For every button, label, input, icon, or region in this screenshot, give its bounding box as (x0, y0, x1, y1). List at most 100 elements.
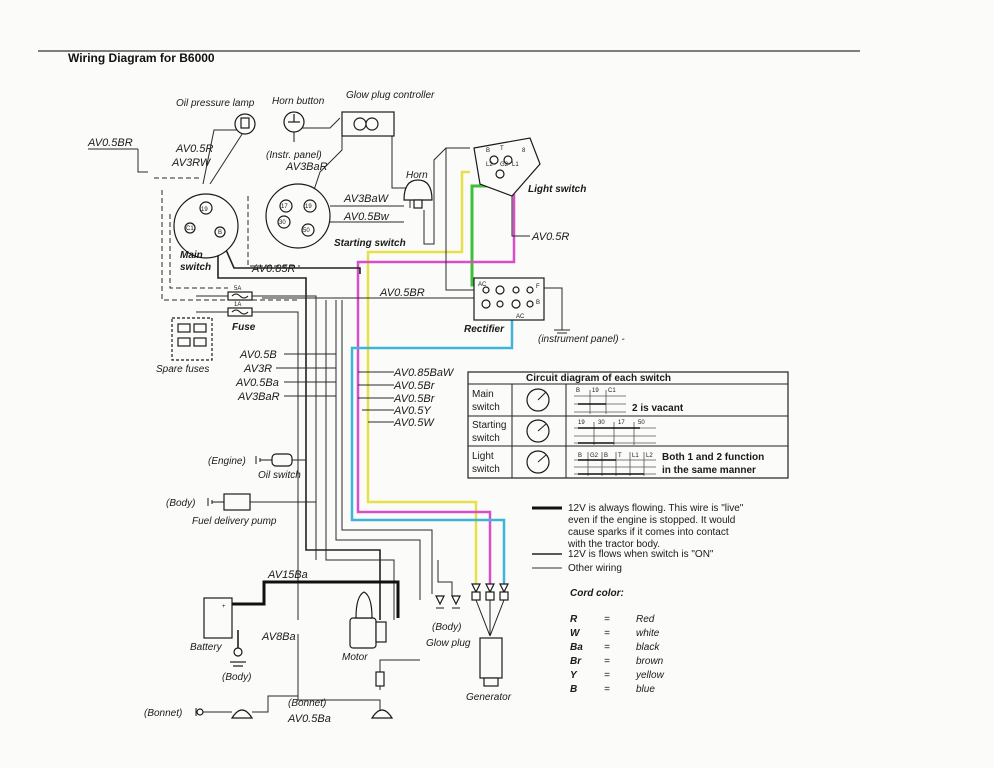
av05r-right-wire (511, 196, 530, 237)
start-terminal-50: 50 (303, 228, 310, 234)
light-terminal-t: T (500, 146, 504, 152)
code-av05br-mid: AV0.5BR (379, 287, 425, 299)
fuse-out-wire (252, 295, 317, 560)
oil-pressure-lamp: Oil pressure lamp (176, 98, 256, 135)
body-glow-label: (Body) (432, 622, 461, 633)
start-grid-term-50: 50 (638, 420, 645, 426)
fuse-label: Fuse (232, 322, 256, 333)
start-grid-term-30: 30 (598, 420, 605, 426)
wire-code-labels: AV0.5BR AV0.5R AV3RW AV3BaR AV3BaW AV0.5… (87, 137, 569, 725)
light-grid-term-b2: B (604, 453, 608, 459)
main-switch-grid: B 19 C1 (574, 388, 626, 414)
light-terminal-l2: L2 (486, 162, 493, 168)
code-av05y: AV0.5Y (393, 405, 431, 417)
battery: + Battery (Body) (190, 597, 251, 683)
svg-text:R: R (570, 614, 578, 625)
legend-live-2: even if the engine is stopped. It would (568, 515, 735, 526)
row-light-name-2: switch (472, 464, 500, 475)
legend-live-1: 12V is always flowing. This wire is "liv… (568, 503, 744, 514)
starting-switch: 17 19 30 50 Starting switch (265, 183, 406, 249)
magenta-highlight-wire (356, 194, 516, 592)
fuel-delivery-pump-label: Fuel delivery pump (192, 516, 277, 527)
generator-label: Generator (466, 692, 512, 703)
code-av15ba: AV15Ba (267, 569, 308, 581)
light-grid-term-t: T (618, 453, 622, 459)
svg-text:Y: Y (570, 670, 578, 681)
cord-color-row: Ba = black (570, 642, 660, 653)
main-switch-label-1: Main (180, 250, 203, 261)
row-main-note: 2 is vacant (632, 403, 684, 414)
glow-plug-label: Glow plug (426, 638, 471, 649)
fuse-rating-top: 5A (234, 286, 241, 292)
main-terminal-c1: C1 (186, 226, 194, 232)
legend-other: Other wiring (568, 563, 622, 574)
svg-text:=: = (604, 614, 610, 625)
instrument-panel-label: (instrument panel) - (538, 334, 625, 345)
svg-text:white: white (636, 628, 660, 639)
main-to-motor-wire (217, 236, 381, 620)
legend-switched: 12V is flows when switch is "ON" (568, 549, 714, 560)
circuit-table: Circuit diagram of each switch Main swit… (467, 371, 789, 479)
spare-fuses-label: Spare fuses (156, 364, 209, 375)
dashed-wire-d (247, 196, 300, 267)
row-starting-name-1: Starting (472, 420, 506, 431)
main-switch: 19 C1 B Main switch (173, 193, 239, 273)
row-starting-name-2: switch (472, 433, 500, 444)
wire-legend: 12V is always flowing. This wire is "liv… (532, 503, 744, 574)
svg-text:=: = (604, 642, 610, 653)
horn-button-wire (300, 117, 341, 129)
cord-color-row: R = Red (570, 614, 655, 625)
svg-text:black: black (636, 642, 660, 653)
glow-plug-wire (437, 560, 453, 596)
code-av05r-right: AV0.5R (531, 231, 569, 243)
code-av085baw: AV0.85BaW (393, 367, 455, 379)
battery-plus-icon: + (222, 604, 226, 610)
bonnet-link-wire (252, 695, 298, 713)
diagram-title: Wiring Diagram for B6000 (68, 51, 215, 65)
svg-text:Ba: Ba (570, 642, 583, 653)
horn-label: Horn (406, 170, 428, 181)
fuel-delivery-pump: (Body) Fuel delivery pump (166, 493, 277, 527)
main-to-lamp-wire (202, 129, 240, 185)
code-av05ba: AV0.5Ba (235, 377, 279, 389)
code-av05ba-bottom: AV0.5Ba (287, 713, 331, 725)
code-av05br-left: AV0.5BR (87, 137, 133, 149)
svg-text:=: = (604, 628, 610, 639)
start-terminal-19: 19 (305, 204, 312, 210)
fuse-rating-bottom: 1A (234, 302, 241, 308)
rect-terminal-b: B (536, 300, 540, 306)
engine-label: (Engine) (208, 456, 246, 467)
svg-text:=: = (604, 670, 610, 681)
code-av05br-a: AV0.5Br (393, 380, 436, 392)
rectifier: AC F B AC Rectifier (instrument panel) - (464, 277, 625, 345)
cord-color-row: Y = yellow (570, 670, 665, 681)
oil-pressure-lamp-label: Oil pressure lamp (176, 98, 255, 109)
cord-color-key: Cord color: R = Red W = white Ba = black… (570, 588, 665, 695)
start-terminal-30: 30 (279, 220, 286, 226)
code-av3bar2: AV3BaR (237, 391, 280, 403)
circuit-table-title: Circuit diagram of each switch (526, 373, 671, 384)
fuse-block: 5A 1A Fuse (227, 286, 256, 333)
start-grid-term-17: 17 (618, 420, 625, 426)
main-terminal-19: 19 (201, 207, 208, 213)
motor-label: Motor (342, 652, 368, 663)
start-grid-term-19: 19 (578, 420, 585, 426)
bundle-trunk-c (325, 300, 395, 620)
code-av3bar: AV3BaR (285, 161, 328, 173)
horn: Horn (403, 170, 433, 209)
row-main-name-1: Main (472, 389, 494, 400)
code-av3baw: AV3BaW (343, 193, 390, 205)
starting-switch-label: Starting switch (334, 238, 406, 249)
light-terminal-l1: L1 (512, 162, 519, 168)
starting-switch-grid: 19 30 17 50 (574, 420, 656, 445)
cord-color-title: Cord color: (570, 588, 624, 599)
light-switch-grid: B G2 B T L1 L2 (574, 452, 656, 476)
svg-text:Red: Red (636, 614, 655, 625)
main-grid-term-19: 19 (592, 388, 599, 394)
fuse-out-wire-b (252, 311, 299, 620)
light-to-rect-wire (445, 148, 474, 291)
instr-panel-label: (Instr. panel) (266, 150, 322, 161)
start-terminal-17: 17 (281, 204, 288, 210)
legend-live-4: with the tractor body. (567, 539, 660, 550)
bonnet-right-wire (379, 659, 420, 690)
